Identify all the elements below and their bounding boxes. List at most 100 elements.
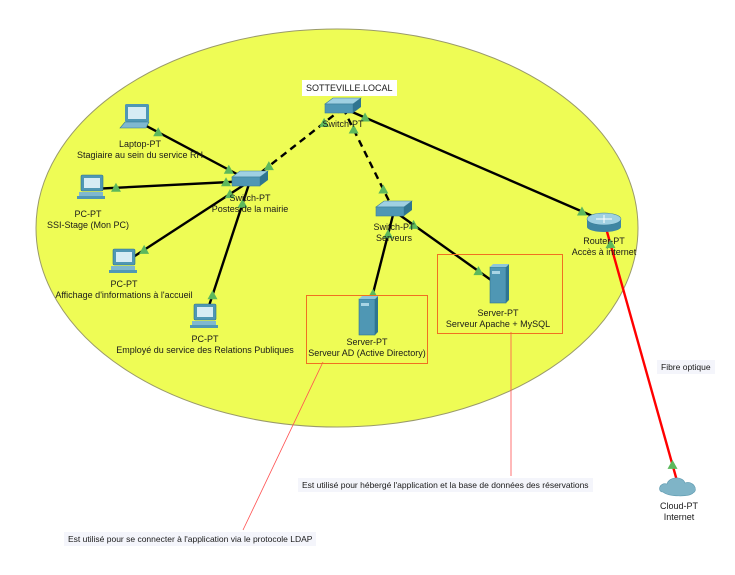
link-port-core-switch <box>360 112 371 122</box>
highlight-frame-ad <box>306 295 428 364</box>
link-port-pc-ssi <box>110 182 121 192</box>
device-desc: Postes de la mairie <box>211 204 289 214</box>
switch-front-face <box>231 176 261 187</box>
device-name: Cloud-PT <box>659 501 699 511</box>
link-core-switch-to-router <box>342 106 605 223</box>
label-laptop-rh: Laptop-PT Stagiaire au sein du service R… <box>77 139 203 161</box>
server-bay <box>361 303 369 306</box>
link-port-switch-mairie <box>221 177 232 187</box>
label-switch-serveurs: Switch-PT Serveurs <box>373 222 414 244</box>
device-desc: Internet <box>663 512 695 522</box>
label-pc-ssi: PC-PT SSI-Stage (Mon PC) <box>47 209 129 231</box>
label-core-switch: Switch-PT <box>322 119 363 130</box>
switch-icon <box>231 170 269 187</box>
device-name: Laptop-PT <box>118 139 162 149</box>
server-top <box>490 264 509 267</box>
devices-layer <box>77 97 696 497</box>
switch-icon <box>324 97 362 114</box>
link-port-switch-serveurs <box>408 219 419 229</box>
annotation-line-ad <box>242 361 324 531</box>
server-side <box>506 264 509 303</box>
device-desc: SSI-Stage (Mon PC) <box>46 220 130 230</box>
pc-base <box>192 321 216 325</box>
switch-side-face <box>404 201 412 216</box>
switch-icon <box>375 200 413 217</box>
annotation-lines <box>242 332 512 531</box>
pc-base <box>79 192 103 196</box>
fiber-label: Fibre optique <box>657 360 715 374</box>
device-desc: Stagiaire au sein du service RH <box>76 150 204 160</box>
link-port-router <box>605 239 616 249</box>
pc-keyboard <box>109 270 137 273</box>
device-name: Switch-PT <box>322 119 364 129</box>
domain-title: SOTTEVILLE.LOCAL <box>302 80 397 96</box>
link-router-to-cloud <box>602 220 681 489</box>
server-bay <box>492 271 500 274</box>
pc-icon <box>109 248 137 273</box>
device-name: Switch-PT <box>373 222 415 232</box>
label-server-apache: Server-PT Serveur Apache + MySQL <box>446 308 550 330</box>
server-icon <box>358 296 378 336</box>
device-name: Router-PT <box>583 236 625 246</box>
pc-icon <box>190 303 218 328</box>
link-port-switch-mairie <box>263 161 274 171</box>
device-name: PC-PT <box>110 279 138 289</box>
laptop-screen <box>128 107 146 119</box>
network-zone-ellipse <box>35 28 639 428</box>
device-name: PC-PT <box>74 209 102 219</box>
switch-side-face <box>260 171 268 186</box>
pc-screen <box>197 307 213 317</box>
router-arrows <box>596 215 612 223</box>
pc-keyboard <box>77 196 105 199</box>
pc-screen <box>84 178 100 188</box>
link-port-pc-rp <box>207 290 218 300</box>
link-port-core-switch <box>319 117 330 127</box>
pc-screen <box>116 252 132 262</box>
pc-keyboard <box>190 325 218 328</box>
device-name: Server-PT <box>477 308 519 318</box>
link-port-server-apache <box>473 266 484 276</box>
server-top <box>359 296 378 299</box>
link-port-switch-serveurs <box>378 184 389 194</box>
device-desc: Accès à internet <box>571 247 637 257</box>
label-cloud: Cloud-PT Internet <box>660 501 698 523</box>
device-desc: Affichage d'informations à l'accueil <box>55 290 193 300</box>
device-desc: Serveur AD (Active Directory) <box>308 348 426 358</box>
device-desc: Employé du service des Relations Publiqu… <box>116 345 294 355</box>
switch-side-face <box>353 98 361 113</box>
device-name: Switch-PT <box>229 193 271 203</box>
highlight-frame-apache <box>437 254 563 334</box>
device-name: PC-PT <box>191 334 219 344</box>
switch-front-face <box>375 206 405 217</box>
label-pc-accueil: PC-PT Affichage d'informations à l'accue… <box>55 279 192 301</box>
note-ad: Est utilisé pour se connecter à l'applic… <box>64 532 317 546</box>
label-pc-rp: PC-PT Employé du service des Relations P… <box>116 334 294 356</box>
link-port-switch-serveurs <box>383 229 394 239</box>
label-switch-mairie: Switch-PT Postes de la mairie <box>212 193 289 215</box>
link-port-switch-mairie <box>237 198 248 208</box>
label-router: Router-PT Accès à internet <box>572 236 637 258</box>
device-desc: Serveur Apache + MySQL <box>445 319 551 329</box>
link-port-cloud <box>667 459 678 469</box>
device-desc: Serveurs <box>375 233 413 243</box>
link-port-laptop-rh <box>153 127 164 137</box>
cloud-shape <box>659 477 696 497</box>
pc-base <box>111 266 135 270</box>
server-icon <box>489 264 509 304</box>
note-apache: Est utilisé pour hébergé l'application e… <box>298 478 593 492</box>
link-port-pc-accueil <box>139 244 150 254</box>
link-port-core-switch <box>348 124 359 134</box>
device-name: Server-PT <box>346 337 388 347</box>
link-port-switch-mairie <box>223 164 234 174</box>
laptop-base <box>119 121 150 129</box>
server-side <box>375 296 378 335</box>
switch-front-face <box>324 103 354 114</box>
label-server-ad: Server-PT Serveur AD (Active Directory) <box>308 337 426 359</box>
pc-icon <box>77 174 105 199</box>
link-port-router <box>576 206 587 216</box>
laptop-icon <box>119 104 150 129</box>
cloud-icon <box>659 477 696 497</box>
link-port-switch-mairie <box>224 189 235 199</box>
router-icon <box>586 212 622 232</box>
